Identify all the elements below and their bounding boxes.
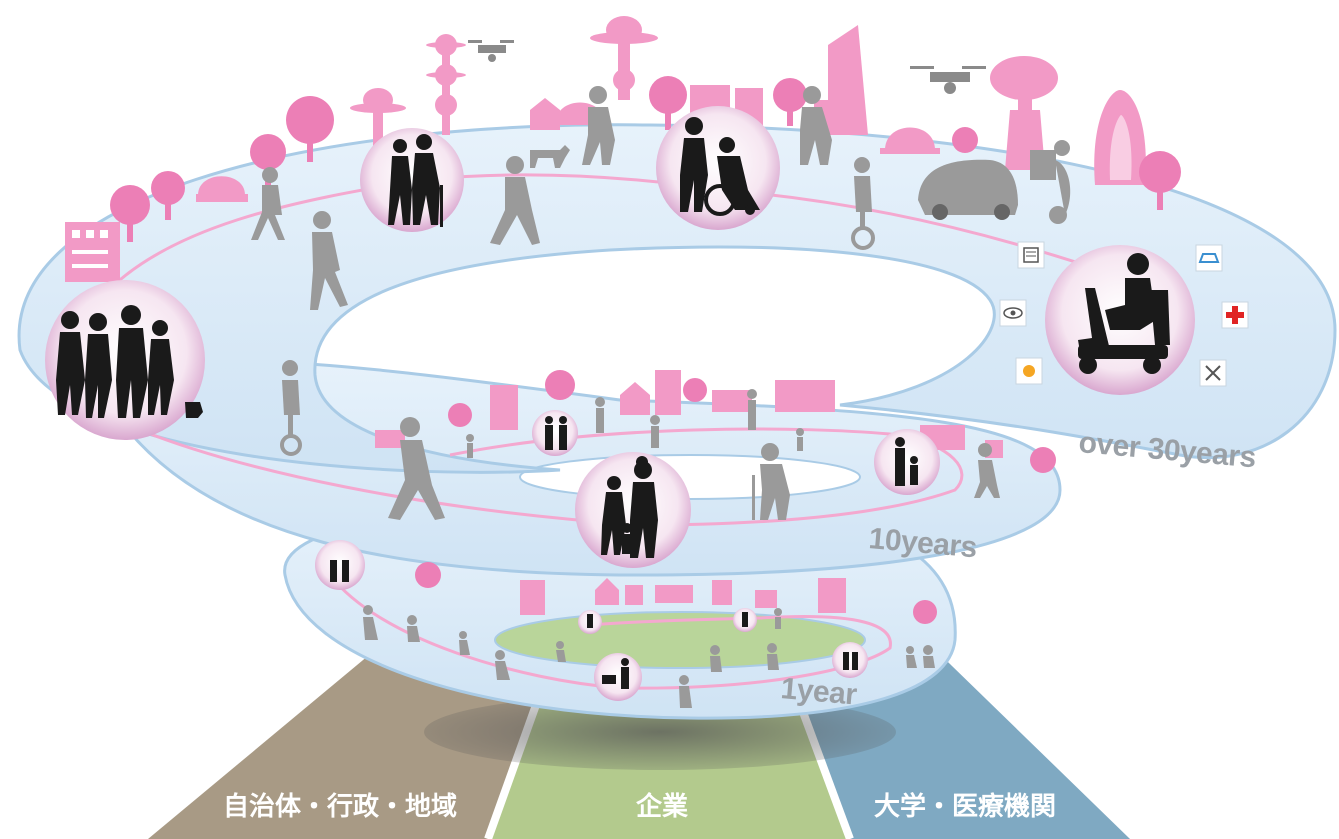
bubble-family [45,280,205,440]
foundation-label-universities: 大学・医療機関 [874,791,1056,822]
drone-icon [910,66,986,94]
dome-icon [880,127,940,154]
bubble-couple-small [832,642,868,678]
pod-building-icon [1094,90,1146,185]
bubble-mobility-scooter [1045,245,1195,395]
bubble-runner [578,610,602,634]
person-icon [388,417,445,520]
bubble-stroller [594,653,642,701]
service-icons [999,241,1249,387]
fork-knife-icon [1199,359,1227,387]
bubble-walker [733,608,757,632]
drone-icon [468,40,514,62]
segway-child-icon [280,360,302,456]
bubble-elderly-couple [360,128,464,232]
bubble-parents-children [575,452,691,568]
small-people [363,389,935,708]
person-icon [490,156,540,245]
elderly-person-icon [752,443,790,520]
eye-icon [999,299,1027,327]
apartment-icon [65,222,120,282]
person-icon [310,211,348,310]
tower-icon [426,34,466,135]
delivery-robot-icon [1030,140,1071,224]
person-icon [251,167,285,240]
first-aid-icon [1221,301,1249,329]
walking-people [251,86,1071,708]
mid-buildings [375,370,1003,458]
life-stage-bubbles [45,106,1249,701]
low-buildings [520,578,846,615]
car-icon [1195,244,1223,272]
person-icon [582,86,615,165]
person-icon [974,443,1000,498]
foundation-label-government: 自治体・行政・地域 [223,791,457,822]
foundation-label-companies: 企業 [636,791,688,822]
bubble-walkers [315,540,365,590]
city-background [65,16,1181,624]
bubble-mother-child [874,429,940,495]
segway-person-icon [851,157,875,250]
sun-icon [1015,357,1043,385]
dog-icon [530,145,570,168]
car-icon [918,159,1018,220]
person-icon [800,86,832,165]
stage-label-one-year: 1year [779,672,858,712]
dome-icon [196,176,248,202]
tower-icon [590,16,658,100]
bubble-small-family [532,410,578,456]
document-icon [1017,241,1045,269]
tower-icon [350,88,406,155]
tree-icons [110,76,1181,624]
bubble-wheelchair-care [656,106,780,230]
